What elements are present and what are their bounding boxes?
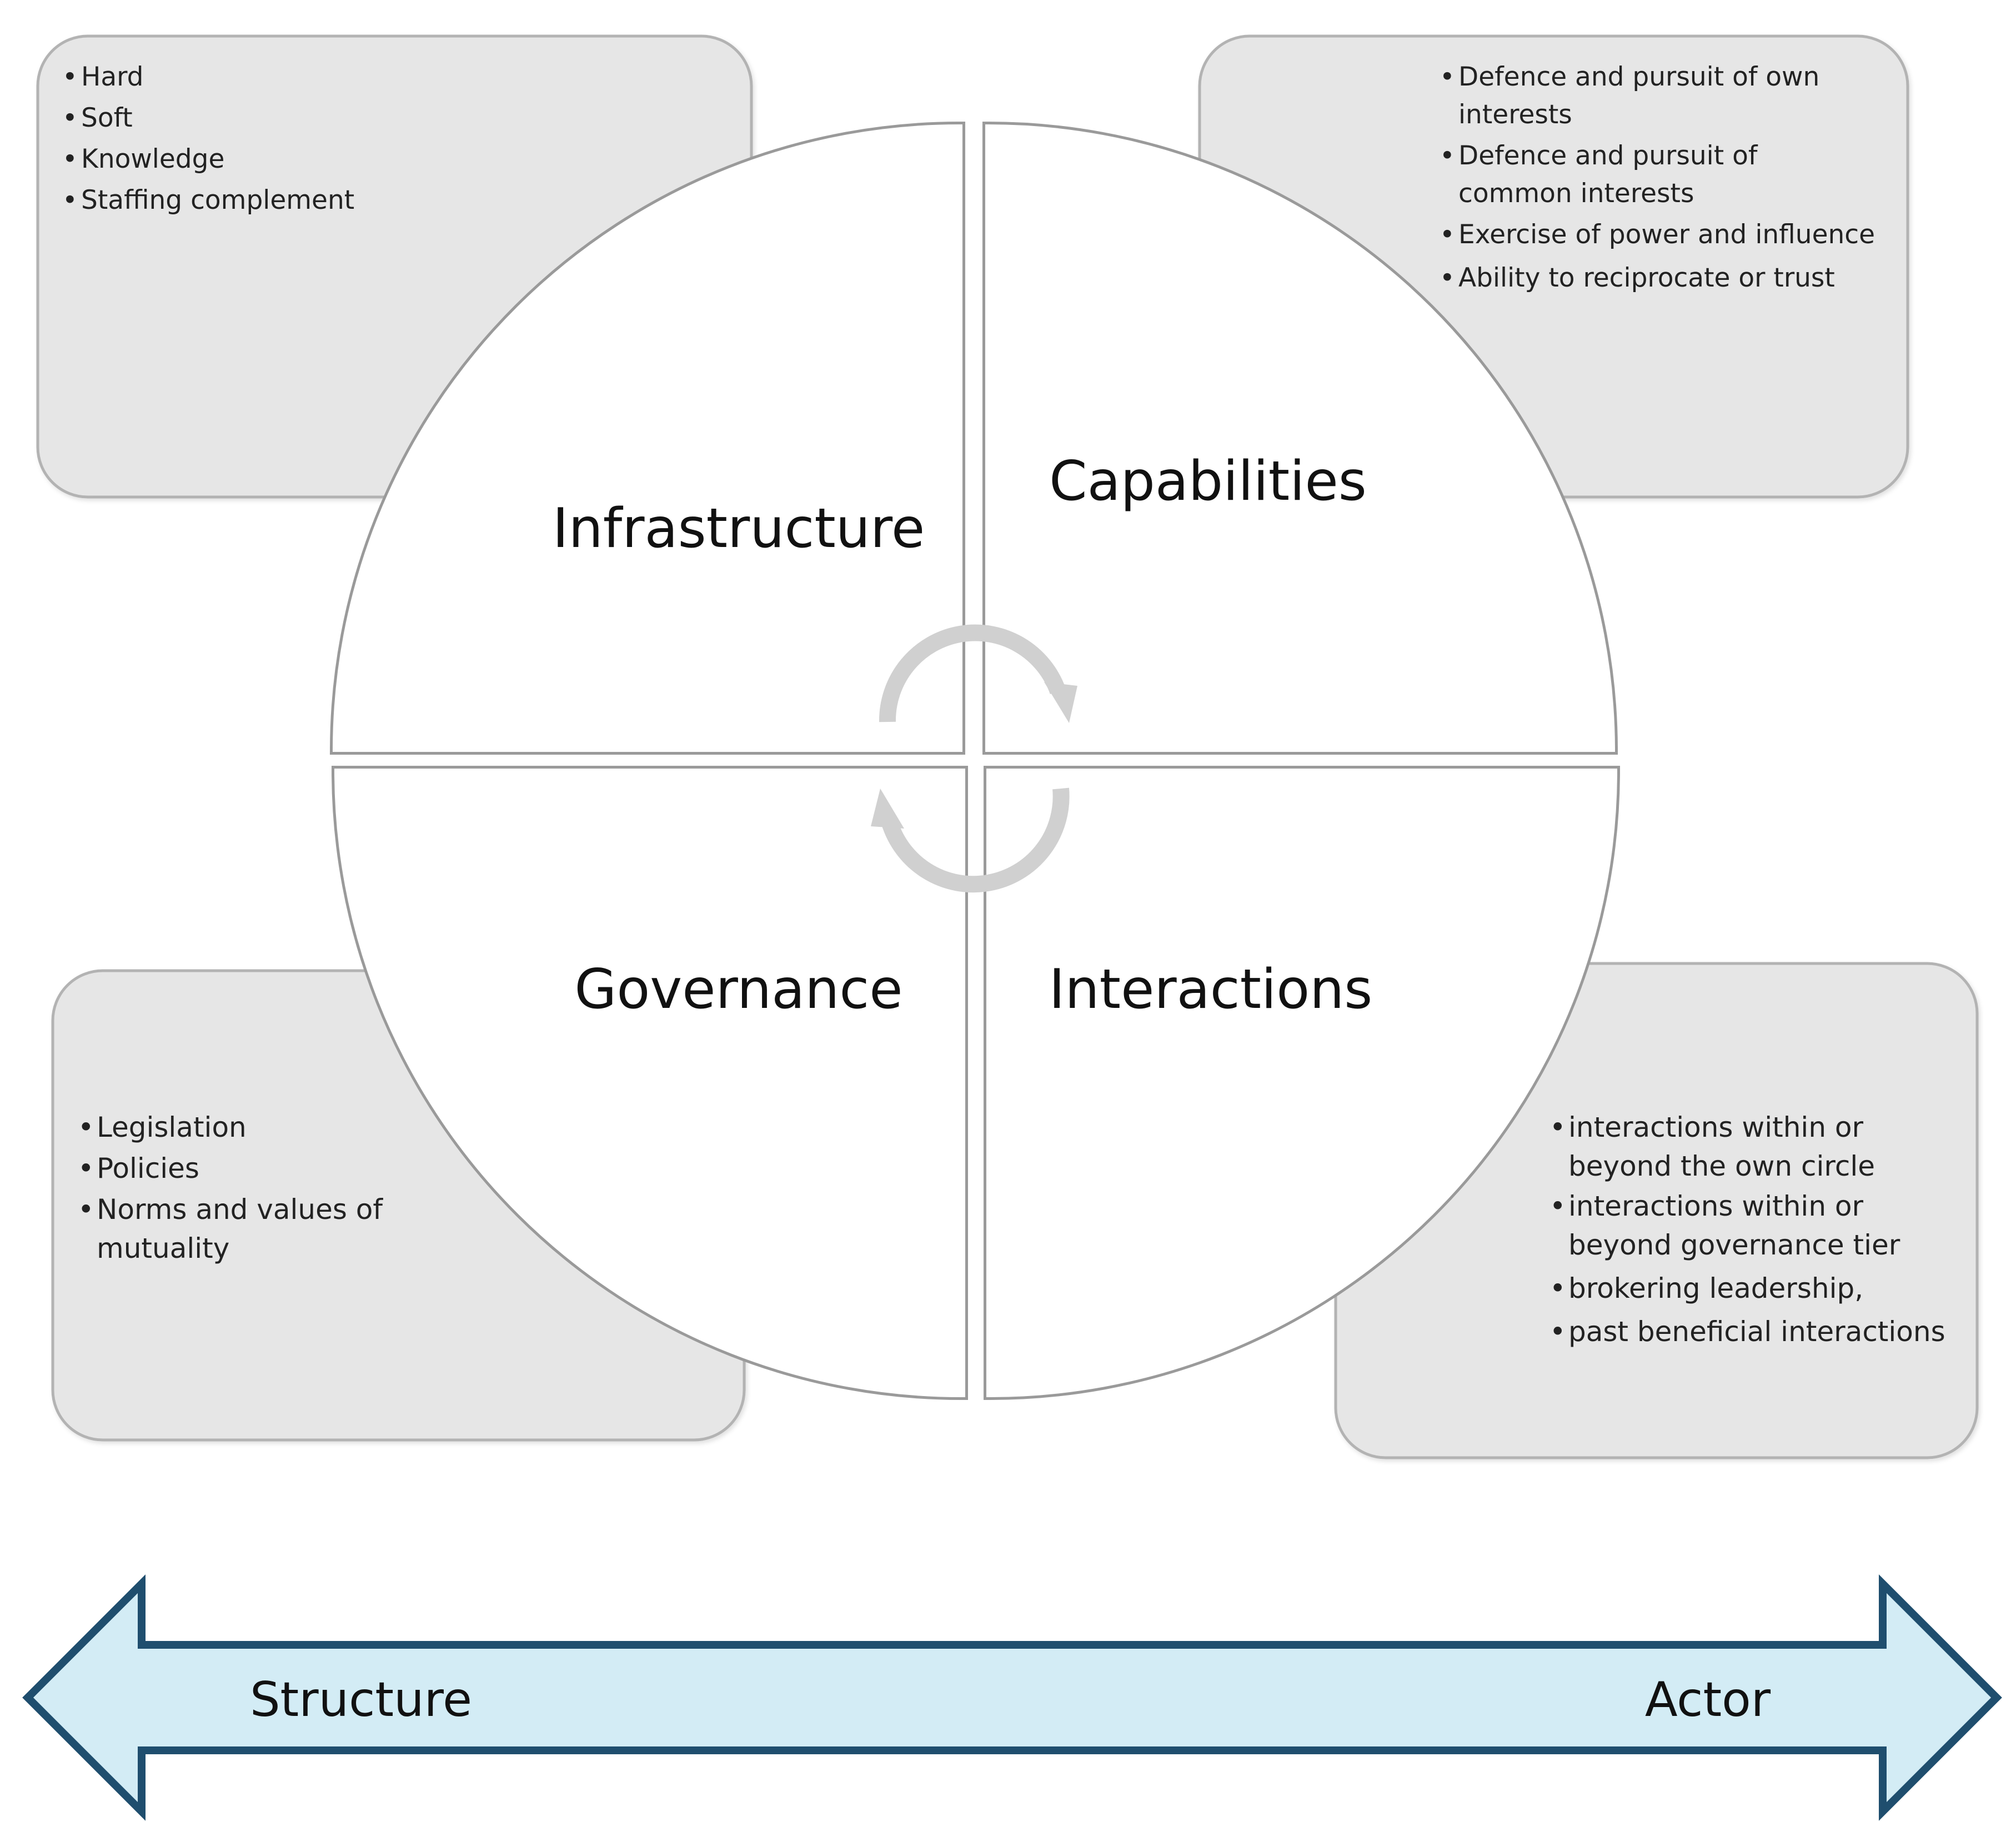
infrastructure-title: Infrastructure [553,497,925,560]
governance-list: Legislation Policies Norms and values of… [78,1108,433,1268]
capabilities-list: Defence and pursuit of own interests Def… [1440,58,1878,297]
governance-title: Governance [574,958,902,1021]
structure-actor-double-arrow [22,1574,2002,1821]
list-item: brokering leadership, [1549,1269,1960,1308]
cycle-arrows-icon [871,624,1077,893]
list-item: Exercise of power and influence [1440,216,1878,254]
quadrant-interactions [984,766,1621,1401]
list-item: Norms and values of mutuality [78,1190,433,1268]
interactions-list: interactions within or beyond the own ci… [1549,1108,1960,1351]
list-item: Knowledge [62,140,407,178]
list-item: interactions within or beyond governance… [1549,1187,1960,1264]
interactions-title: Interactions [1049,958,1373,1021]
list-item: Defence and pursuit of common interests [1440,137,1878,213]
list-item: Legislation [78,1108,433,1147]
list-item: Policies [78,1149,433,1188]
quadrant-infrastructure [329,121,965,755]
list-item: Hard [62,58,407,96]
infrastructure-list: Hard Soft Knowledge Staffing complement [62,58,407,219]
actor-label: Actor [1645,1672,1771,1728]
list-item: past beneficial interactions [1549,1312,1960,1351]
capabilities-title: Capabilities [1049,450,1367,513]
list-item: Staffing complement [62,182,407,219]
list-item: Soft [62,99,407,137]
quadrant-capabilities [982,121,1618,755]
structure-label: Structure [250,1672,472,1728]
list-item: Defence and pursuit of own interests [1440,58,1878,134]
list-item: Ability to reciprocate or trust [1440,259,1878,297]
quadrant-governance [331,766,968,1401]
list-item: interactions within or beyond the own ci… [1549,1108,1960,1186]
